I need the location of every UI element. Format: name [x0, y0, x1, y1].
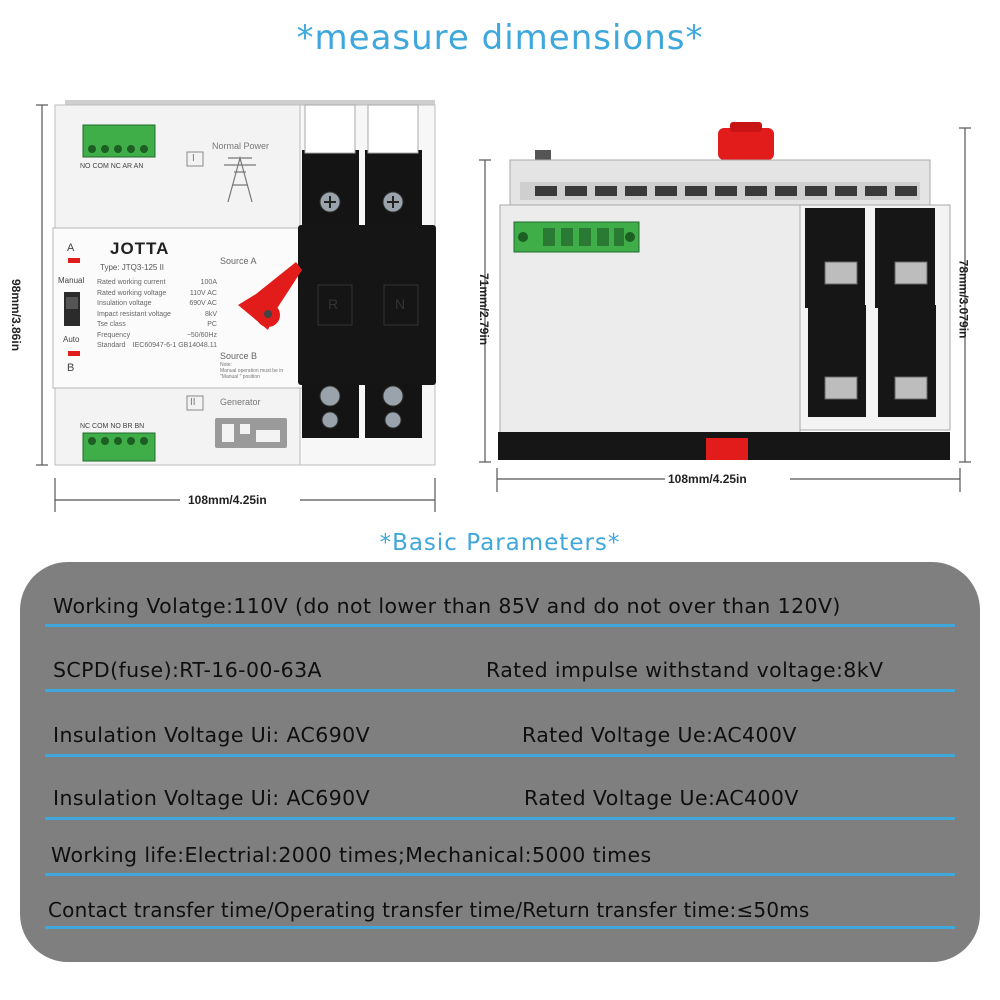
param-row-5-left: Working life:Electrial:2000 times;Mechan…	[51, 843, 652, 867]
parameters-panel	[20, 562, 980, 962]
measure-dimensions-title: *measure dimensions*	[296, 18, 704, 58]
side-a-label: A	[67, 242, 75, 254]
param-row-1-left: Working Volatge:110V (do not lower than …	[53, 594, 841, 618]
top-terminal-labels: NO COM NC AR AN	[80, 163, 144, 170]
normal-power-label: Normal Power	[212, 141, 270, 151]
roman-top: I	[192, 153, 195, 164]
param-row-4-left: Insulation Voltage Ui: AC690V	[53, 786, 371, 810]
front-width-label: 108mm/4.25in	[188, 493, 267, 507]
param-row-2-left: SCPD(fuse):RT-16-00-63A	[53, 658, 322, 682]
source-a-label: Source A	[220, 256, 257, 266]
side-right-height-label: 78mm/3.079in	[956, 259, 971, 339]
pole-n-label: N	[395, 296, 406, 312]
param-row-3-right: Rated Voltage Ue:AC400V	[522, 723, 797, 747]
basic-parameters-title: *Basic Parameters*	[379, 530, 621, 556]
spec-row: Frequency~50/60Hz	[97, 331, 217, 339]
generator-label: Generator	[220, 397, 261, 407]
param-row-4-right: Rated Voltage Ue:AC400V	[524, 786, 799, 810]
param-row-3-left: Insulation Voltage Ui: AC690V	[53, 723, 371, 747]
front-view-illustration	[36, 100, 436, 512]
pylon-icon	[224, 155, 256, 203]
param-row-2-right: Rated impulse withstand voltage:8kV	[486, 658, 884, 682]
pole-r-label: R	[328, 296, 339, 312]
bottom-terminal-labels: NC COM NO BR BN	[80, 423, 145, 430]
row-divider	[45, 689, 955, 692]
red-handle-icon	[238, 262, 302, 330]
type-label: Type: JTQ3-125 II	[100, 263, 165, 272]
row-divider	[45, 926, 955, 929]
brand-logo: JOTTA	[110, 239, 170, 258]
source-b-label: Source B	[220, 351, 258, 361]
roman-bottom: II	[190, 397, 196, 408]
side-view-illustration	[479, 122, 971, 492]
row-divider	[45, 873, 955, 876]
side-left-height-label: 71mm/2.79in	[477, 272, 492, 346]
row-divider	[45, 754, 955, 757]
row-divider	[45, 817, 955, 820]
auto-label: Auto	[63, 335, 80, 344]
param-row-6-left: Contact transfer time/Operating transfer…	[48, 898, 810, 922]
side-b-label: B	[67, 362, 75, 374]
manual-label: Manual	[58, 276, 85, 285]
row-divider	[45, 624, 955, 627]
manual-note: Note:Manual operation must be in"Manual …	[220, 362, 284, 380]
front-height-label: 98mm/3.86in	[9, 278, 24, 352]
side-width-label: 108mm/4.25in	[668, 472, 747, 486]
